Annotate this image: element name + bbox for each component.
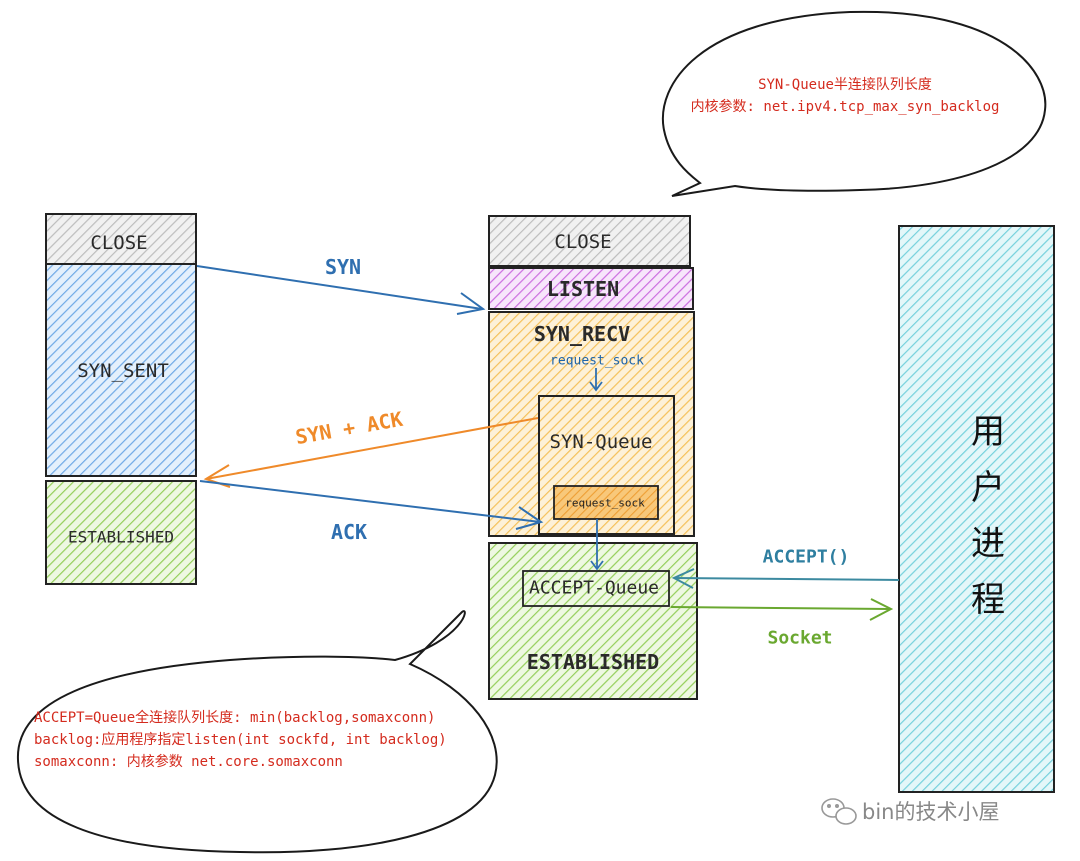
client-close-box xyxy=(45,213,197,265)
queue-transfer-arrow xyxy=(590,519,604,571)
accept-queue-box xyxy=(522,570,670,607)
client-close-label: CLOSE xyxy=(90,232,148,254)
syn-queue-label: SYN-Queue xyxy=(549,431,653,453)
accept-queue-note-line-3: somaxconn: 内核参数 net.core.somaxconn xyxy=(34,754,343,770)
syn-queue-note-bubble xyxy=(661,10,1047,197)
request-sock-box xyxy=(553,485,659,520)
request-sock-down-arrow xyxy=(589,368,603,392)
syn-queue-note-line-1: SYN-Queue半连接队列长度 xyxy=(758,77,932,93)
accept-arrow-label: ACCEPT() xyxy=(762,546,850,568)
server-listen-box xyxy=(488,267,694,310)
client-established-label: ESTABLISHED xyxy=(68,527,174,547)
server-syn-recv-label: SYN_RECV xyxy=(533,322,631,346)
request-sock-top-label: request_sock xyxy=(550,353,644,369)
server-close-label: CLOSE xyxy=(554,231,612,253)
watermark-text: bin的技术小屋 xyxy=(862,800,1000,824)
accept-queue-note-line-2: backlog:应用程序指定listen(int sockfd, int bac… xyxy=(34,732,447,748)
server-established-box xyxy=(488,542,698,700)
server-established-label: ESTABLISHED xyxy=(526,650,660,674)
client-syn-sent-label: SYN_SENT xyxy=(77,360,169,382)
request-sock-inner-label: request_sock xyxy=(565,496,645,510)
accept-arrow xyxy=(671,568,900,589)
user-process-label: 用 户 进 程 xyxy=(971,412,1005,620)
wechat-icon xyxy=(821,798,857,825)
socket-arrow-label: Socket xyxy=(767,627,833,649)
ack-arrow-label: ACK xyxy=(330,520,368,544)
syn-arrow xyxy=(196,265,486,315)
client-syn-sent-box xyxy=(45,263,197,477)
accept-queue-note-line-1: ACCEPT=Queue全连接队列长度: min(backlog,somaxco… xyxy=(34,710,436,726)
syn-queue-note: SYN-Queue半连接队列长度 内核参数: net.ipv4.tcp_max_… xyxy=(675,74,1015,118)
accept-queue-note: ACCEPT=Queue全连接队列长度: min(backlog,somaxco… xyxy=(34,707,447,773)
accept-queue-label: ACCEPT-Queue xyxy=(528,577,660,599)
client-established-box xyxy=(45,480,197,585)
server-listen-label: LISTEN xyxy=(546,277,620,301)
syn-arrow-label: SYN xyxy=(324,255,362,279)
server-close-box xyxy=(488,215,691,267)
user-process-box xyxy=(898,225,1055,793)
watermark: bin的技术小屋 xyxy=(826,796,999,826)
accept-queue-note-bubble xyxy=(16,610,498,854)
socket-arrow xyxy=(670,598,894,621)
ack-arrow xyxy=(199,480,544,530)
syn-queue-note-line-2: 内核参数: net.ipv4.tcp_max_syn_backlog xyxy=(690,99,1000,115)
